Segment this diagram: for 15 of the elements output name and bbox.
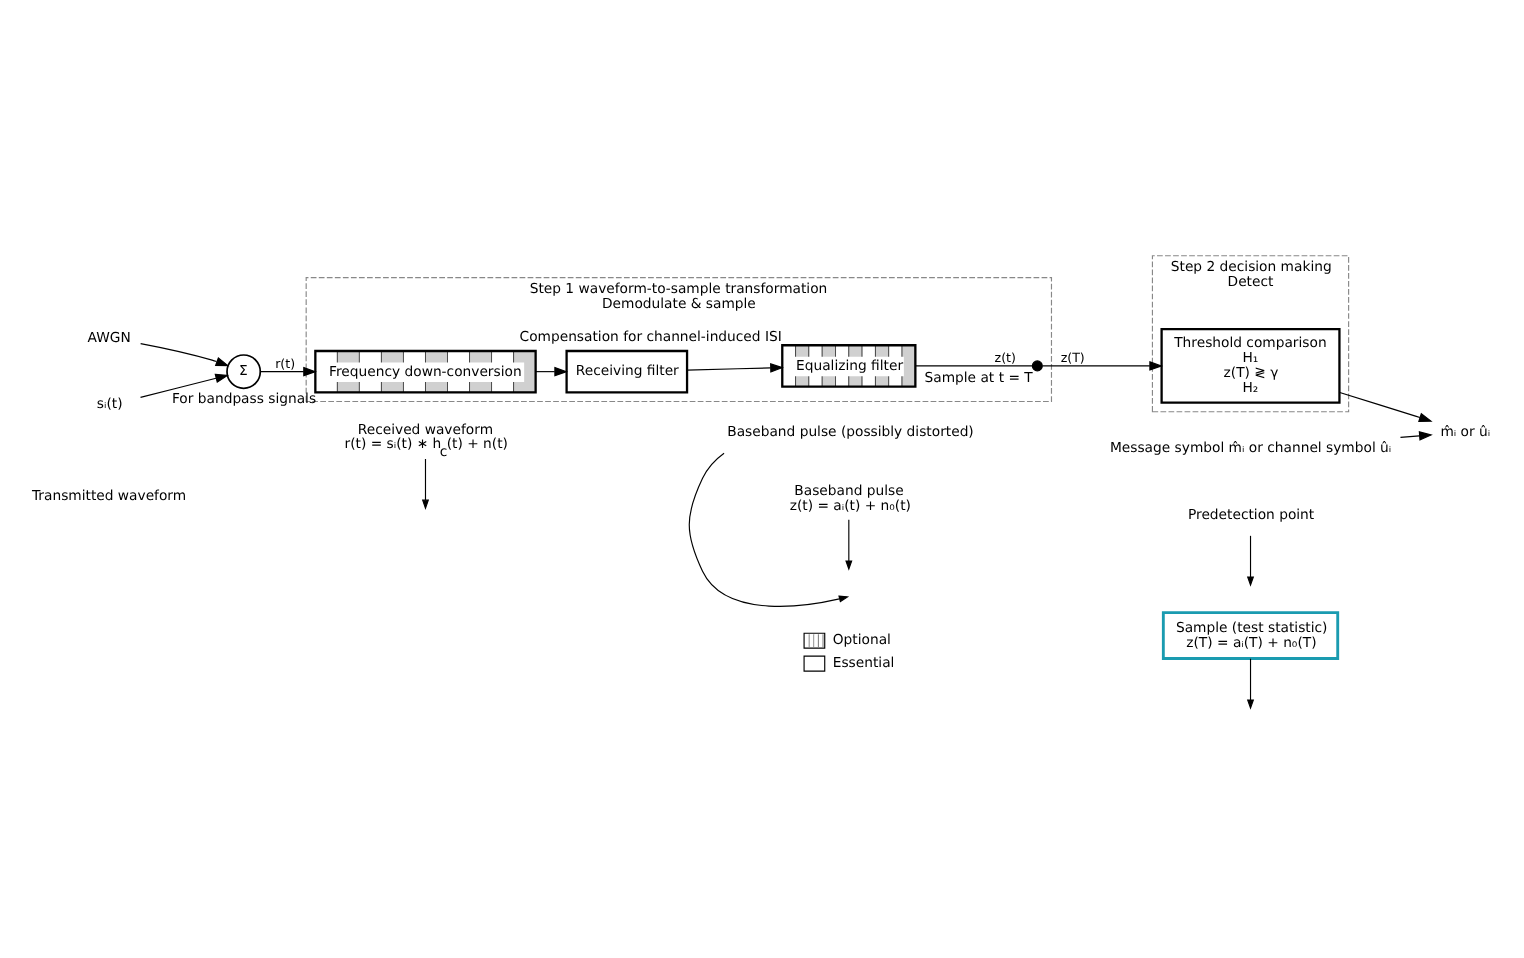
arrow	[140, 343, 230, 367]
arrow	[1399, 431, 1433, 441]
arrow	[535, 366, 569, 377]
arrow	[688, 452, 850, 607]
node-switch	[1031, 360, 1043, 372]
arrow	[1246, 658, 1255, 710]
arrow	[686, 363, 784, 373]
arrow	[139, 373, 230, 398]
arrow	[421, 458, 430, 510]
arrow	[259, 366, 317, 377]
connector	[915, 365, 1033, 367]
arrow	[1246, 535, 1255, 587]
arrow	[845, 519, 853, 571]
arrow	[1041, 361, 1164, 371]
arrow	[1339, 391, 1433, 422]
